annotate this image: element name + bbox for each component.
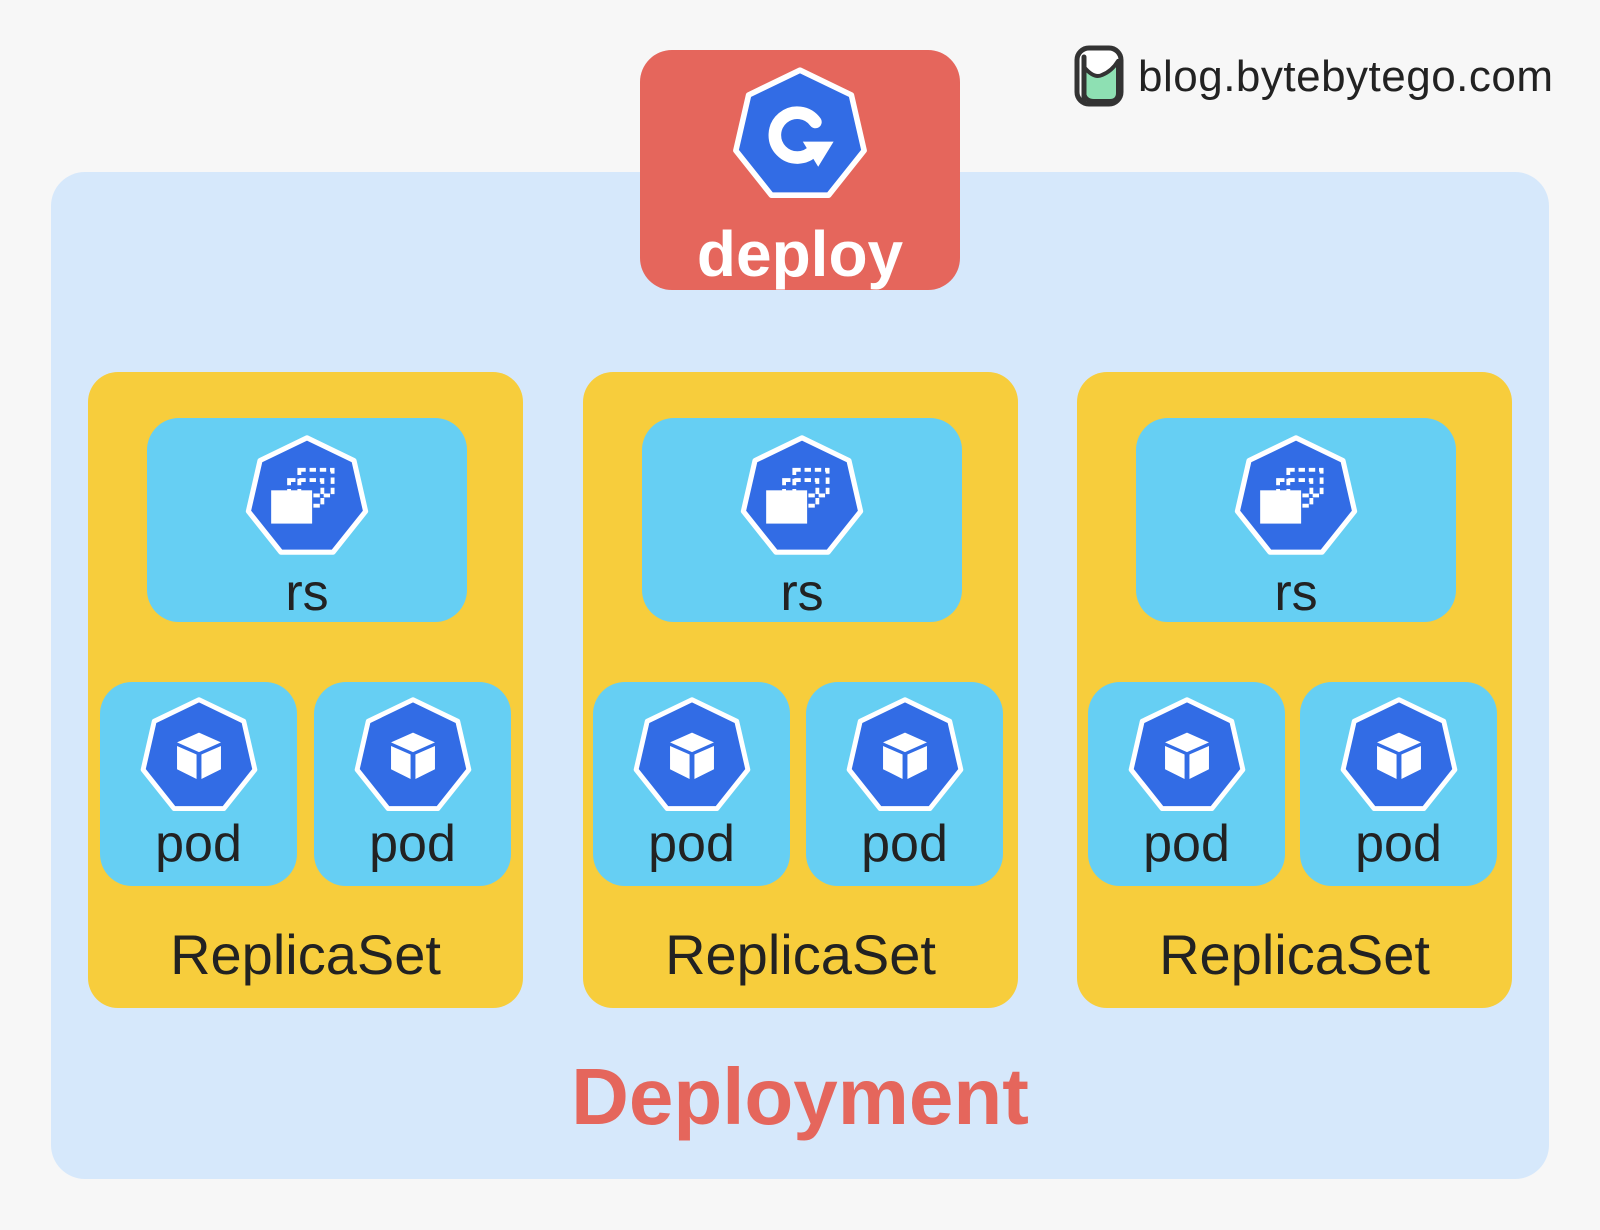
rs-label: rs [285, 564, 329, 622]
deploy-badge: deploy [640, 50, 960, 290]
replicaset-group-2: rs pod pod ReplicaSet [583, 372, 1018, 1008]
replicaset-icon [740, 435, 864, 555]
replicaset-icon [1234, 435, 1358, 555]
rs-label: rs [1274, 564, 1318, 622]
pod-cube-icon [354, 697, 472, 812]
pod-card: pod [100, 682, 297, 886]
pod-label: pod [648, 815, 735, 873]
pod-label: pod [369, 815, 456, 873]
rs-card: rs [147, 418, 467, 622]
replicaset-label: ReplicaSet [665, 923, 936, 986]
pod-label: pod [155, 815, 242, 873]
rs-label: rs [780, 564, 824, 622]
pod-cube-icon [1128, 697, 1246, 812]
replicaset-group-1: rs pod pod ReplicaSet [88, 372, 523, 1008]
brand-text: blog.bytebytego.com [1138, 52, 1554, 101]
brand: blog.bytebytego.com [1074, 44, 1554, 110]
pod-cube-icon [140, 697, 258, 812]
pod-label: pod [1355, 815, 1442, 873]
rs-card: rs [1136, 418, 1456, 622]
replicaset-icon [245, 435, 369, 555]
deployment-label: Deployment [571, 1052, 1029, 1141]
pod-card: pod [1088, 682, 1285, 886]
replicaset-label: ReplicaSet [1159, 923, 1430, 986]
pod-cube-icon [1340, 697, 1458, 812]
pod-card: pod [806, 682, 1003, 886]
pod-card: pod [593, 682, 790, 886]
pod-card: pod [1300, 682, 1497, 886]
replicaset-label: ReplicaSet [170, 923, 441, 986]
pod-label: pod [861, 815, 948, 873]
pod-cube-icon [846, 697, 964, 812]
pod-cube-icon [633, 697, 751, 812]
bytebytego-logo-icon [1074, 45, 1124, 107]
deploy-label: deploy [696, 218, 904, 290]
replicaset-group-3: rs pod pod ReplicaSet [1077, 372, 1512, 1008]
pod-card: pod [314, 682, 511, 886]
deploy-refresh-icon [733, 67, 867, 199]
pod-label: pod [1143, 815, 1230, 873]
rs-card: rs [642, 418, 962, 622]
